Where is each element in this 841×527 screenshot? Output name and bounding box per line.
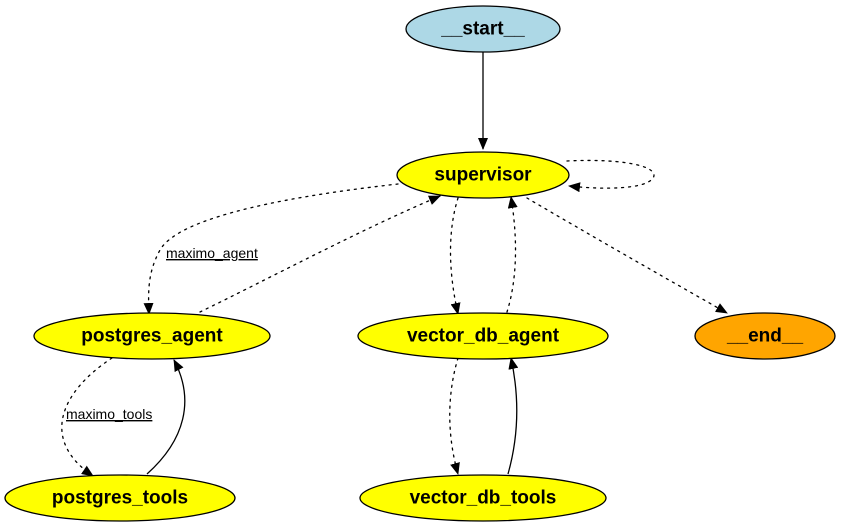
- node-postgres-tools[interactable]: postgres_tools: [4, 474, 236, 522]
- node-vector-db-agent-label: vector_db_agent: [407, 326, 560, 347]
- edges: [61, 52, 728, 477]
- node-vector-db-tools-label: vector_db_tools: [410, 488, 557, 509]
- edge-vector-db-agent-to-vector-db-tools: [449, 357, 460, 475]
- edge-postgres-agent-to-postgres-tools: [61, 357, 113, 477]
- edge-supervisor-to-vector-db-agent: [449, 197, 461, 315]
- node-end[interactable]: __end__: [694, 312, 836, 360]
- edge-vector-db-tools-to-vector-db-agent: [507, 357, 519, 475]
- node-end-shape: [694, 312, 836, 360]
- node-vector-db-tools-shape: [359, 474, 607, 522]
- node-postgres-tools-label: postgres_tools: [52, 488, 188, 509]
- node-start[interactable]: __start__: [405, 5, 561, 53]
- node-supervisor-label: supervisor: [434, 165, 532, 186]
- node-start-label: __start__: [440, 19, 525, 40]
- node-supervisor-shape: [396, 151, 570, 199]
- node-vector-db-agent[interactable]: vector_db_agent: [357, 312, 609, 360]
- node-end-label: __end__: [726, 326, 803, 347]
- edge-postgres-agent-to-supervisor: [199, 195, 441, 313]
- node-postgres-agent-shape: [33, 312, 271, 360]
- node-start-shape: [405, 5, 561, 53]
- edge-label-maximo-agent: maximo_agent: [166, 245, 258, 261]
- node-postgres-agent[interactable]: postgres_agent: [33, 312, 271, 360]
- edge-vector-db-agent-to-supervisor: [506, 196, 518, 313]
- node-supervisor[interactable]: supervisor: [396, 151, 570, 199]
- edge-supervisor-to-postgres-agent: [143, 183, 399, 315]
- node-vector-db-tools[interactable]: vector_db_tools: [359, 474, 607, 522]
- edge-supervisor-to-end: [526, 197, 728, 314]
- node-postgres-tools-shape: [4, 474, 236, 522]
- node-vector-db-agent-shape: [357, 312, 609, 360]
- edge-postgres-tools-to-postgres-agent: [146, 359, 186, 475]
- edge-label-maximo-tools: maximo_tools: [66, 406, 152, 422]
- edge-supervisor-self-loop: [566, 159, 655, 193]
- node-postgres-agent-label: postgres_agent: [81, 326, 223, 347]
